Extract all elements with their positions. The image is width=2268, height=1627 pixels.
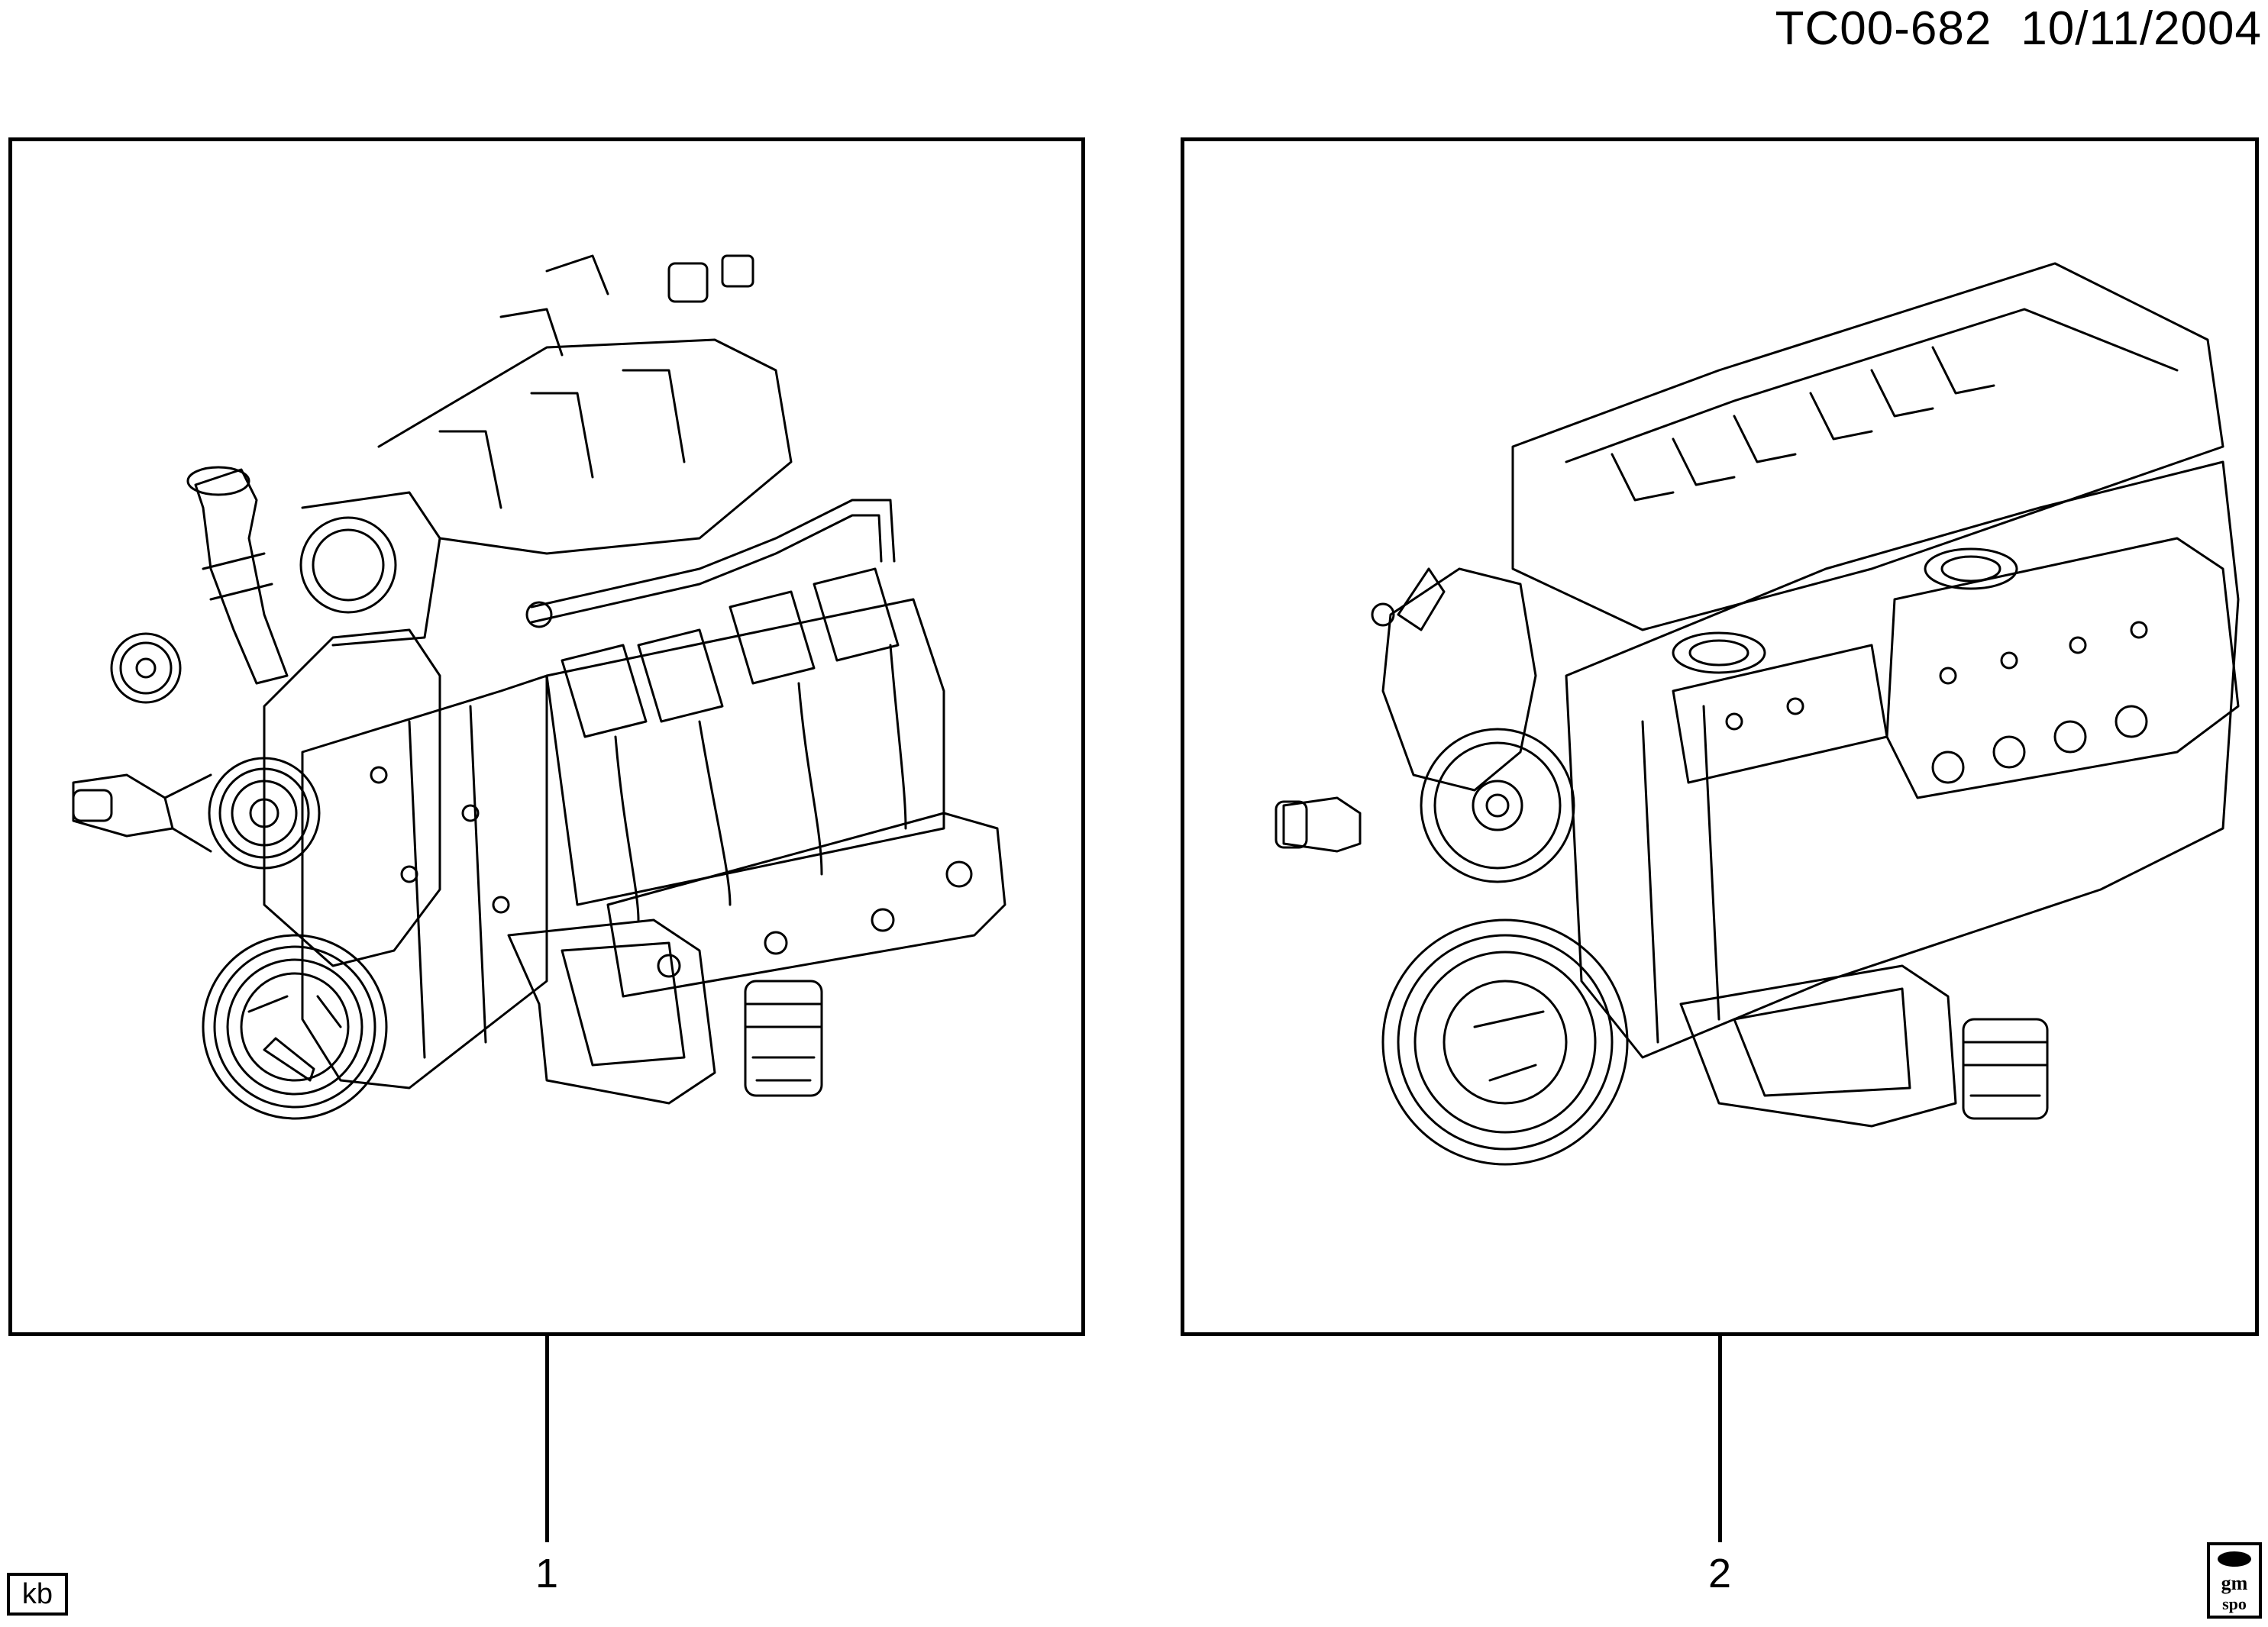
engine-complete-drawing <box>72 254 1006 1120</box>
leader-line-2 <box>1718 1336 1722 1542</box>
svg-text:spo: spo <box>2222 1594 2247 1613</box>
gm-spo-logo: gm spo <box>2207 1542 2262 1619</box>
author-tag: kb <box>7 1573 68 1616</box>
leader-line-1 <box>545 1336 549 1542</box>
callout-2: 2 <box>1707 1551 1732 1596</box>
illustration-id: TC00-682 10/11/2004 <box>1775 2 2262 56</box>
view-panel-1 <box>8 137 1085 1336</box>
illustration-date: 10/11/2004 <box>2021 2 2262 55</box>
illustration-code: TC00-682 <box>1775 2 1992 55</box>
svg-text:gm: gm <box>2221 1572 2248 1594</box>
engine-partial-drawing <box>1275 262 2240 1166</box>
view-panel-2 <box>1181 137 2259 1336</box>
callout-1: 1 <box>535 1551 559 1596</box>
